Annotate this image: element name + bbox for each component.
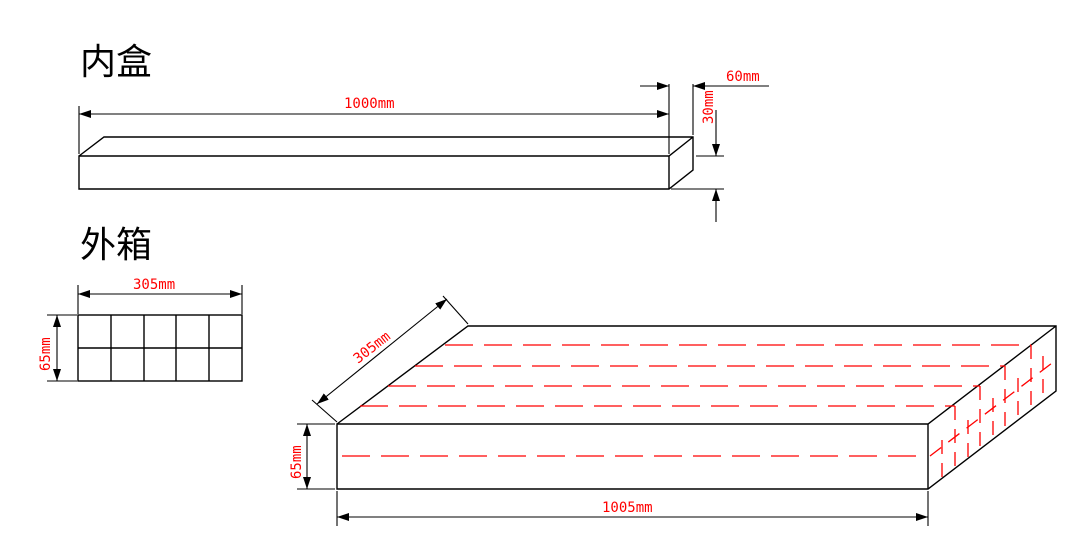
- inner-width-label: 60mm: [726, 69, 760, 85]
- iso-length-dimension: 1005mm: [336, 491, 929, 526]
- iso-height-label: 65mm: [289, 445, 305, 479]
- front-view-grid: [78, 315, 242, 381]
- front-height-label: 65mm: [38, 337, 54, 371]
- outer-isometric-view: 305mm 65mm 1005mm: [289, 295, 1057, 526]
- iso-height-dimension: 65mm: [289, 423, 335, 490]
- hidden-lines-side: [929, 345, 1057, 480]
- iso-depth-dimension: 305mm: [311, 295, 469, 423]
- inner-length-dimension: 1000mm: [78, 84, 670, 154]
- outer-box-section: 外箱 305mm 65mm: [38, 225, 1057, 526]
- inner-box-section: 内盒 1000mm 60mm 30mm: [78, 42, 769, 222]
- isometric-outline: [336, 325, 1057, 490]
- inner-height-dimension: 30mm: [671, 90, 724, 222]
- inner-length-label: 1000mm: [344, 96, 395, 112]
- inner-width-dimension: 60mm: [640, 69, 769, 135]
- inner-box-title: 内盒: [80, 42, 152, 83]
- iso-length-label: 1005mm: [602, 500, 653, 516]
- outer-box-title: 外箱: [80, 225, 152, 266]
- inner-height-label: 30mm: [701, 90, 717, 124]
- inner-box-outline: [78, 136, 694, 190]
- hidden-lines-top: [360, 344, 1031, 407]
- outer-front-view: 305mm 65mm: [38, 277, 243, 382]
- front-width-label: 305mm: [133, 277, 175, 293]
